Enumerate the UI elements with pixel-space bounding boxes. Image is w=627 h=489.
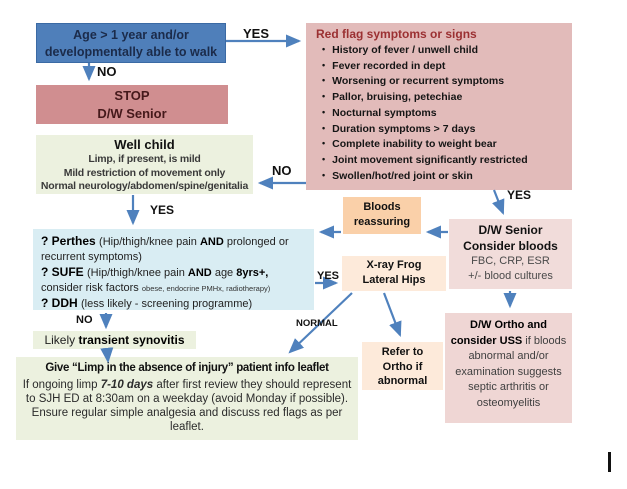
label-yes-top: YES (243, 26, 270, 41)
dw-senior-line3: FBC, CRP, ESR (471, 255, 550, 267)
bloods-line2: reassuring (353, 216, 411, 228)
red-flag-item: Nocturnal symptoms (322, 106, 564, 122)
xray-line1: X-ray Frog (366, 259, 422, 271)
red-flag-item: Joint movement significantly restricted (322, 153, 564, 169)
well-child-title: Well child (114, 137, 175, 152)
node-xray-frog-lateral: X-ray Frog Lateral Hips (342, 256, 446, 291)
red-flag-text: History of fever / unwell child (332, 44, 479, 56)
arrow-redflag-yes-to-dwsenior (492, 189, 505, 216)
well-child-line: Limp, if present, is mild (88, 153, 201, 165)
bloods-line1: Bloods (363, 201, 401, 213)
synovitis-pre: Likely (44, 333, 79, 347)
node-differentials: ? Perthes (Hip/thigh/knee pain AND prolo… (33, 229, 314, 310)
perthes-detail: (Hip/thigh/knee pain (99, 236, 200, 248)
sufe-label: ? SUFE (41, 265, 88, 279)
red-flag-item: Swollen/hot/red joint or skin (322, 169, 564, 185)
sufe-detail: (Hip/thigh/knee pain (87, 267, 188, 279)
label-no-top: NO (97, 64, 117, 79)
sufe-cont: consider risk factors (41, 282, 142, 294)
red-flag-item: Pallor, bruising, petechiae (322, 90, 564, 106)
panel-red-flags: Red flag symptoms or signs History of fe… (306, 23, 572, 190)
node-patient-leaflet: Give “Limp in the absence of injury” pat… (16, 357, 358, 440)
red-flag-item: Duration symptoms > 7 days (322, 122, 564, 138)
label-yes-dwsenior: YES (507, 188, 532, 202)
perthes-label: ? Perthes (41, 234, 100, 248)
age-line2: developmentally able to walk (44, 45, 218, 59)
synovitis-bold: transient synovitis (78, 333, 185, 347)
red-flag-item: Fever recorded in dept (322, 59, 564, 75)
well-child-line: Mild restriction of movement only (63, 166, 226, 179)
arrow-xray-to-refer (382, 292, 402, 338)
dw-senior-line2: Consider bloods (463, 239, 558, 253)
leaflet-body-pre: If ongoing limp (22, 379, 101, 391)
red-flag-text: Nocturnal symptoms (332, 106, 437, 119)
red-flag-text: Fever recorded in dept (332, 59, 446, 72)
red-flags-list: History of fever / unwell child Fever re… (316, 43, 564, 184)
stop-line2: D/W Senior (97, 106, 167, 121)
node-refer-ortho: Refer to Ortho if abnormal (362, 342, 443, 390)
leaflet-body: If ongoing limp 7-10 days after first re… (22, 378, 352, 434)
label-no-redflag: NO (272, 163, 292, 178)
dw-ortho-bold: D/W Ortho and consider USS (450, 319, 547, 347)
stop-line1: STOP (114, 88, 150, 103)
label-normal: NORMAL (296, 318, 338, 329)
red-flag-item: Worsening or recurrent symptoms (322, 74, 564, 90)
well-child-line: Normal neurology/abdomen/spine/genitalia (40, 180, 249, 192)
dw-senior-line1: D/W Senior (478, 223, 543, 237)
ddh-detail: (less likely - screening programme) (81, 298, 253, 310)
red-flag-text: Duration symptoms > 7 days (332, 122, 476, 135)
leaflet-title: Give “Limp in the absence of injury” pat… (45, 362, 329, 374)
red-flag-text: Complete inability to weight bear (332, 138, 497, 151)
node-dw-ortho-uss: D/W Ortho and consider USS if bloods abn… (445, 313, 572, 423)
perthes-and: AND (199, 236, 224, 248)
red-flag-text: Joint movement significantly restricted (332, 153, 528, 166)
sufe-risk-factors: obese, endocrine PMHx, radiotherapy) (141, 284, 271, 293)
refer-line2: Ortho if (382, 360, 423, 373)
dw-ortho-rest: if bloods abnormal and/or examination su… (455, 334, 567, 409)
red-flag-item: Complete inability to weight bear (322, 137, 564, 153)
red-flag-text: Pallor, bruising, petechiae (332, 91, 463, 104)
node-well-child: Well child Limp, if present, is mild Mil… (36, 135, 253, 194)
dw-senior-line4: +/- blood cultures (468, 269, 553, 282)
perthes-detail2: prolonged or recurrent symptoms) (41, 236, 289, 263)
label-yes-xray: YES (317, 270, 340, 282)
refer-line3: abnormal (377, 375, 428, 387)
leaflet-body-post: after first review they should represent… (25, 379, 352, 433)
red-flag-text: Worsening or recurrent symptoms (332, 75, 505, 88)
refer-line1: Refer to (381, 346, 424, 358)
sufe-mid: age (211, 267, 237, 279)
text-cursor (608, 452, 611, 472)
sufe-and: AND (187, 267, 212, 279)
leaflet-days: 7-10 days (100, 379, 154, 391)
node-transient-synovitis: Likely transient synovitis (33, 331, 196, 349)
node-bloods-reassuring: Bloods reassuring (343, 197, 421, 234)
node-age-criteria: Age > 1 year and/or developmentally able… (36, 23, 226, 63)
label-yes-wellchild: YES (150, 203, 175, 217)
red-flag-item: History of fever / unwell child (322, 43, 564, 59)
red-flags-title: Red flag symptoms or signs (316, 27, 477, 41)
red-flag-text: Swollen/hot/red joint or skin (332, 169, 473, 182)
node-stop-dw-senior: STOP D/W Senior (36, 85, 228, 124)
age-line1: Age > 1 year and/or (73, 28, 189, 42)
label-no-differentials: NO (76, 314, 93, 326)
sufe-age: 8yrs+, (236, 267, 269, 279)
ddh-label: ? DDH (41, 296, 81, 310)
xray-line2: Lateral Hips (362, 274, 426, 286)
node-dw-senior-bloods: D/W Senior Consider bloods FBC, CRP, ESR… (449, 219, 572, 289)
